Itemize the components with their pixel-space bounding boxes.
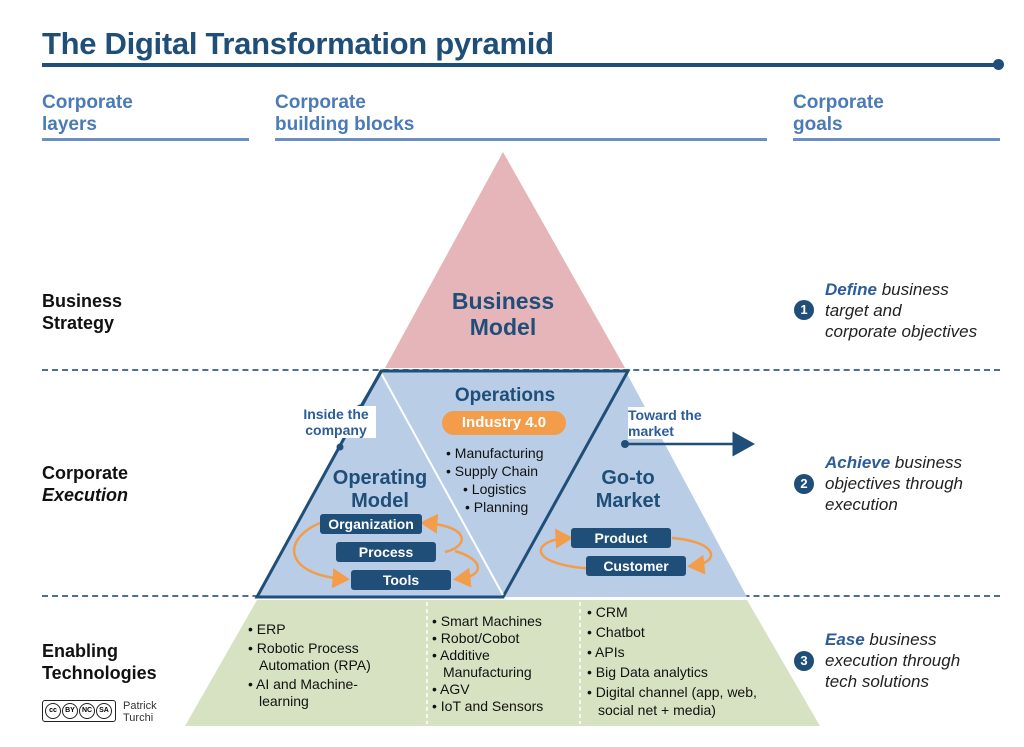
tech-item: • Big Data analytics [587,664,708,680]
column-header-line: building blocks [275,114,415,135]
column-header-line: goals [793,114,843,135]
goal-keyword: Define [825,280,877,299]
toward-market-callout: Toward the market [628,407,724,439]
operations-item: • Planning [465,499,529,515]
label-line: Business [451,288,555,314]
goal-text: target and [825,301,902,320]
tech-item: • AGV [432,681,470,697]
layer-business-strategy: Business Strategy [42,290,122,334]
goal-number-badge: 2 [794,474,814,494]
column-header-line: Corporate [793,92,884,113]
goal-text: corporate objectives [825,322,978,341]
page-title: The Digital Transformation pyramid [42,26,554,61]
by-icon: BY [62,703,78,719]
author-line: Patrick [123,700,157,712]
tools-box: Tools [351,570,451,590]
label-line: Market [595,490,661,512]
column-rule [42,138,249,141]
operations-title: Operations [454,385,556,406]
process-box: Process [336,542,436,562]
green-technology-band [185,600,820,726]
business-model-triangle [385,152,625,368]
operations-item: • Manufacturing [446,445,544,461]
cc-license-badge: cc BY NC SA [42,700,116,722]
tech-item: • Digital channel (app, web, social net … [587,684,757,718]
tech-item: • ERP [248,621,286,637]
goal-text: business [876,280,949,299]
column-rule [275,138,767,141]
layer-line: Business [42,291,123,311]
business-model-label: Business Model [430,288,576,340]
operations-list: • Manufacturing • Supply Chain • Logisti… [446,444,544,516]
column-rule [793,138,1000,141]
label-line: Model [351,490,409,512]
goal-number-badge: 1 [794,300,814,320]
goal-3: Ease business execution through tech sol… [825,629,960,692]
column-header-layers: Corporate layers [42,92,133,136]
nc-icon: NC [79,703,95,719]
column-header-line: Corporate [42,92,133,113]
goal-text: execution [825,495,898,514]
operations-item: • Logistics [463,481,527,497]
tech-item: • Additive Manufacturing [432,647,532,680]
layer-line: Execution [42,485,129,505]
callout-line: Inside the [303,406,369,422]
title-rule [42,63,997,67]
operations-item: • Supply Chain [446,463,539,479]
customer-box: Customer [586,556,686,576]
layer-enabling-technologies: Enabling Technologies [42,640,157,684]
goal-keyword: Ease [825,630,865,649]
goal-2: Achieve business objectives through exec… [825,452,963,515]
product-box: Product [571,528,671,548]
layer-line: Technologies [42,663,157,683]
goal-1: Define business target and corporate obj… [825,279,977,342]
operating-model-divider [380,372,504,596]
callout-line: Toward the [628,407,702,423]
column-header-line: Corporate [275,92,366,113]
go-to-market-title: Go-to Market [578,467,678,513]
goal-text: execution through [825,651,961,670]
layer-line: Strategy [42,313,115,333]
sa-icon: SA [96,703,112,719]
tech-item: • Smart Machines [432,613,542,629]
industry-4-pill: Industry 4.0 [442,411,566,435]
goal-number-badge: 3 [794,651,814,671]
tech-column-2: • Smart Machines • Robot/Cobot • Additiv… [432,613,577,715]
tech-item: • AI and Machine-learning [248,676,358,709]
tech-column-3: • CRM • Chatbot • APIs • Big Data analyt… [587,603,787,719]
cc-icon: cc [45,703,61,719]
column-header-line: layers [42,114,97,135]
layer-line: Enabling [42,641,118,661]
layer-corporate-execution: Corporate Execution [42,462,128,506]
goal-text: business [864,630,937,649]
author-line: Turchi [123,712,154,724]
tech-column-1: • ERP • Robotic Process Automation (RPA)… [248,621,418,710]
tech-item: • Chatbot [587,624,645,640]
label-line: Go-to [601,467,655,489]
goal-text: objectives through [825,474,963,493]
author: Patrick Turchi [123,700,157,724]
goal-text: tech solutions [825,672,929,691]
inside-company-callout: Inside the company [296,406,376,438]
tech-item: • Robotic Process Automation (RPA) [248,640,371,673]
column-header-goals: Corporate goals [793,92,884,136]
goal-keyword: Achieve [825,453,891,472]
layer-line: Corporate [42,463,129,483]
goal-text: business [890,453,963,472]
label-line: Model [469,314,537,340]
title-rule-dot [993,59,1004,70]
label-line: Operating [332,467,428,489]
tech-item: • Robot/Cobot [432,630,520,646]
operating-model-title: Operating Model [320,467,440,513]
tech-item: • IoT and Sensors [432,698,544,714]
column-header-blocks: Corporate building blocks [275,92,414,136]
tech-item: • CRM [587,604,628,620]
callout-line: market [628,423,674,439]
callout-line: company [305,422,367,438]
tech-item: • APIs [587,644,625,660]
organization-box: Organization [320,514,422,534]
